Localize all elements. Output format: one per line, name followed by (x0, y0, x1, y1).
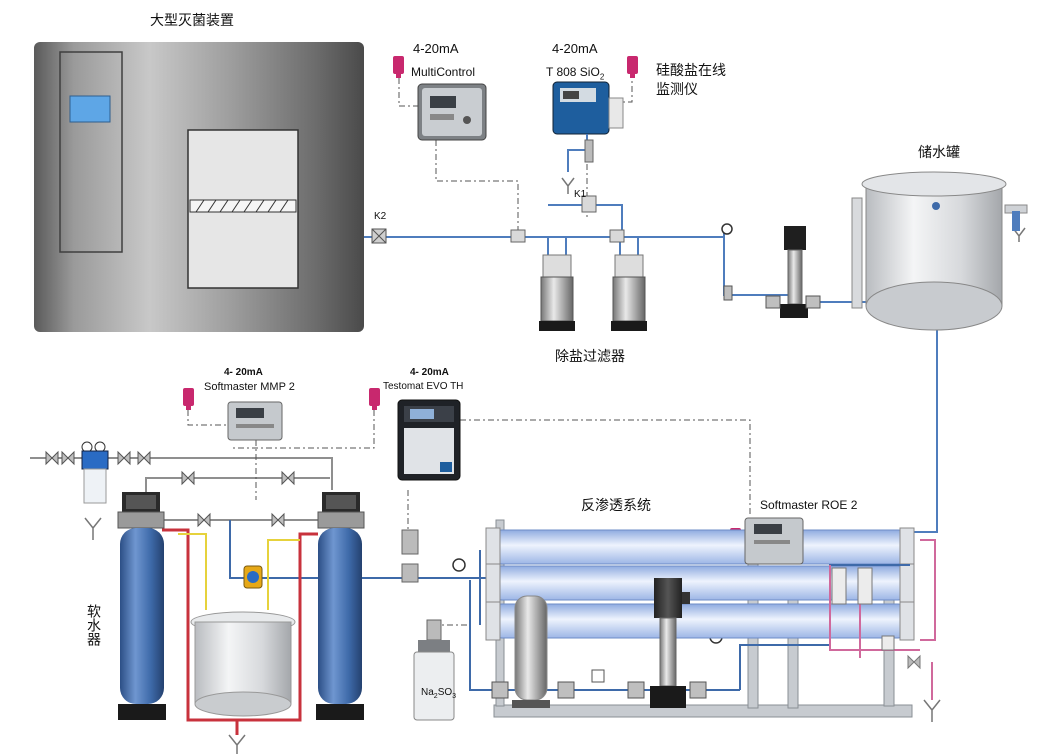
silica-signal-label: 4-20mA (552, 41, 598, 56)
softener-vessel-left (118, 528, 166, 720)
silica-analyzer-unit[interactable] (552, 81, 624, 172)
valve-k2[interactable] (371, 228, 387, 244)
valve-k1-label: K1 (574, 189, 587, 200)
evo-signal-label: 4- 20mA (410, 367, 449, 378)
storage-tank-label: 储水罐 (918, 145, 960, 161)
ro-membrane-3 (485, 601, 915, 641)
multicontrol-unit[interactable] (417, 83, 487, 141)
softener-head-left (117, 492, 165, 529)
softmaster-roe2-unit[interactable] (744, 517, 804, 565)
softener-prefilter (81, 450, 109, 504)
ro-inline-valves (491, 285, 821, 699)
ro-membrane-2 (485, 563, 915, 603)
multicontrol-signal-label: 4-20mA (413, 41, 459, 56)
tank-feed-pump (780, 226, 808, 318)
softmaster-mmp2-unit[interactable] (227, 401, 283, 441)
testomat-evo-unit[interactable] (397, 399, 461, 583)
demin-filter-right (611, 254, 647, 331)
flow-meter-icon (243, 565, 263, 589)
ro-membrane-1 (485, 527, 915, 567)
softener-head-right (317, 492, 365, 529)
evo-name-label: Testomat EVO TH (383, 381, 464, 392)
roe-name-label: Softmaster ROE 2 (760, 498, 858, 512)
brine-tank (190, 611, 296, 717)
chemical-tank-label: Na2SO3 (421, 687, 457, 701)
drain-icon (84, 177, 1026, 754)
silica-monitor-label: 硅酸盐在线 监测仪 (656, 63, 726, 98)
demin-filter-label: 除盐过滤器 (555, 349, 625, 365)
sterilizer-feed-pipe (364, 204, 938, 533)
ro-flow-meters (831, 567, 921, 670)
multicontrol-name-label: MultiControl (411, 65, 476, 79)
mmp-signal-label: 4- 20mA (224, 367, 263, 378)
valve-k2-label: K2 (374, 211, 387, 222)
valve-icon[interactable] (45, 450, 295, 528)
sterilizer-label: 大型灭菌装置 (150, 13, 234, 29)
storage-tank (851, 171, 1028, 331)
softener-label: 软水器 (85, 604, 101, 646)
softener-vessel-right (316, 528, 364, 720)
large-sterilizer (34, 42, 364, 332)
mmp-name-label: Softmaster MMP 2 (204, 381, 295, 393)
demin-filter-left (539, 254, 575, 331)
chemical-dosing-tank (413, 619, 455, 721)
ro-cartridge-filter (512, 595, 550, 708)
ro-system-label: 反渗透系统 (581, 498, 651, 514)
silica-name-label: T 808 SiO2 (546, 65, 605, 82)
pump-icon (650, 578, 690, 708)
tee-fittings (510, 195, 625, 243)
